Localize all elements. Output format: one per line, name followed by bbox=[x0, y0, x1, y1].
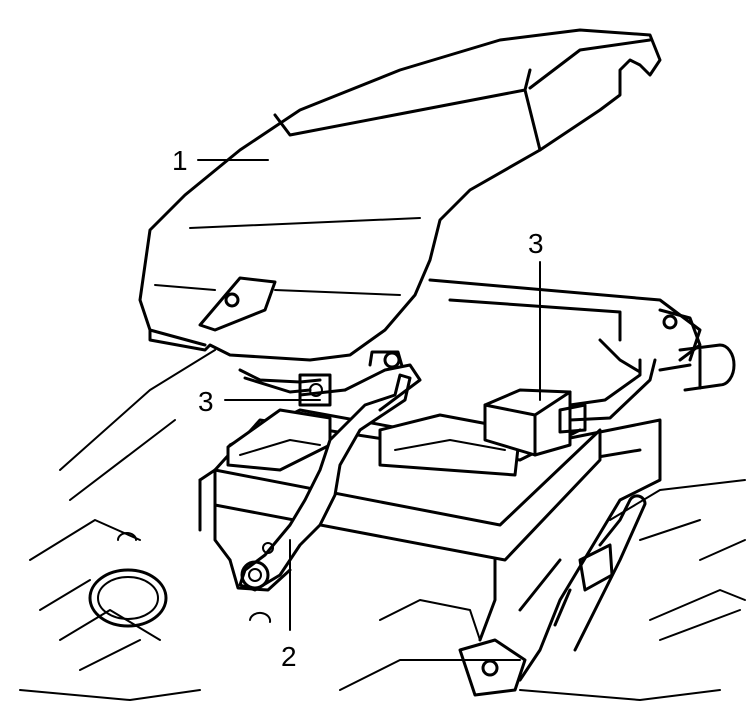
battery-tray bbox=[428, 278, 702, 374]
callout-clamp: 2 bbox=[281, 641, 297, 672]
battery-cover bbox=[138, 28, 662, 362]
bolt-hole bbox=[249, 612, 272, 623]
reservoir-cap bbox=[88, 568, 168, 628]
leader-lines bbox=[197, 159, 541, 631]
callout-terminal-right: 3 bbox=[528, 228, 544, 259]
bolt-hole bbox=[117, 532, 137, 541]
right-terminal-block bbox=[483, 358, 657, 457]
callout-terminal-left: 3 bbox=[198, 386, 214, 417]
mounting-plate bbox=[458, 638, 527, 697]
sensor-cable bbox=[553, 494, 647, 652]
engine-bay-outline bbox=[19, 349, 746, 701]
hold-down-clamp bbox=[228, 350, 422, 592]
battery bbox=[198, 408, 602, 642]
hose-connector bbox=[658, 343, 736, 392]
callout-cover: 1 bbox=[172, 145, 188, 176]
